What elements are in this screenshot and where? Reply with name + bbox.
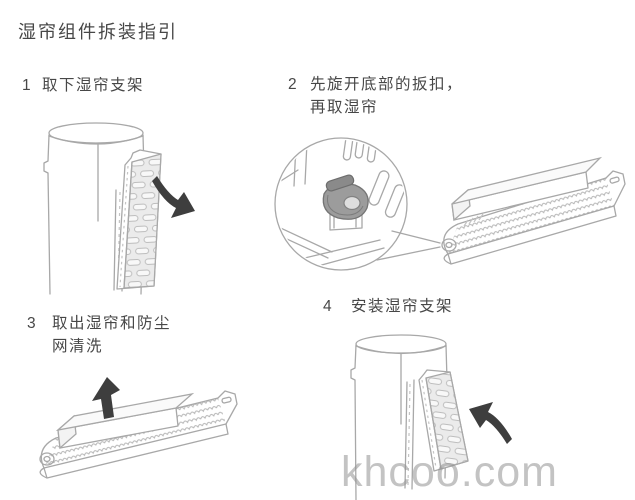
wet-curtain-block — [451, 156, 603, 222]
illustration-install-bracket — [350, 334, 512, 500]
step-1-line-1: 取下湿帘支架 — [42, 77, 145, 94]
illustration-take-out-curtain — [39, 377, 238, 479]
arrow-up-left-icon — [469, 402, 512, 444]
illustration-remove-bracket — [43, 122, 195, 295]
tray-latch — [39, 452, 55, 466]
wet-curtain-block — [55, 392, 195, 450]
step-4-line-1: 安装湿帘支架 — [351, 298, 454, 315]
step-2-line-1: 先旋开底部的扳扣， — [310, 76, 464, 93]
curtain-bracket-panel — [116, 149, 162, 290]
tower-body — [350, 334, 448, 500]
step-3-line-2: 网清洗 — [52, 338, 104, 355]
illustration-open-latch — [274, 137, 626, 271]
step-1-number: 1 — [22, 77, 31, 94]
page-title: 湿帘组件拆装指引 — [18, 22, 178, 42]
step-4-number: 4 — [323, 298, 332, 315]
step-2-line-2: 再取湿帘 — [310, 99, 379, 116]
arrow-down-right-icon — [152, 176, 195, 218]
arrow-up-icon — [92, 377, 120, 419]
watermark: khcoo.com — [341, 448, 558, 496]
tray-latch — [441, 238, 457, 252]
step-3-line-1: 取出湿帘和防尘 — [52, 315, 172, 332]
step-2-number: 2 — [288, 76, 297, 93]
step-3-number: 3 — [27, 315, 36, 332]
latch-knob — [322, 174, 369, 220]
magnifier-pointer-lines — [376, 230, 441, 261]
bracket-tray — [441, 156, 626, 265]
curtain-bracket-panel — [418, 369, 469, 472]
